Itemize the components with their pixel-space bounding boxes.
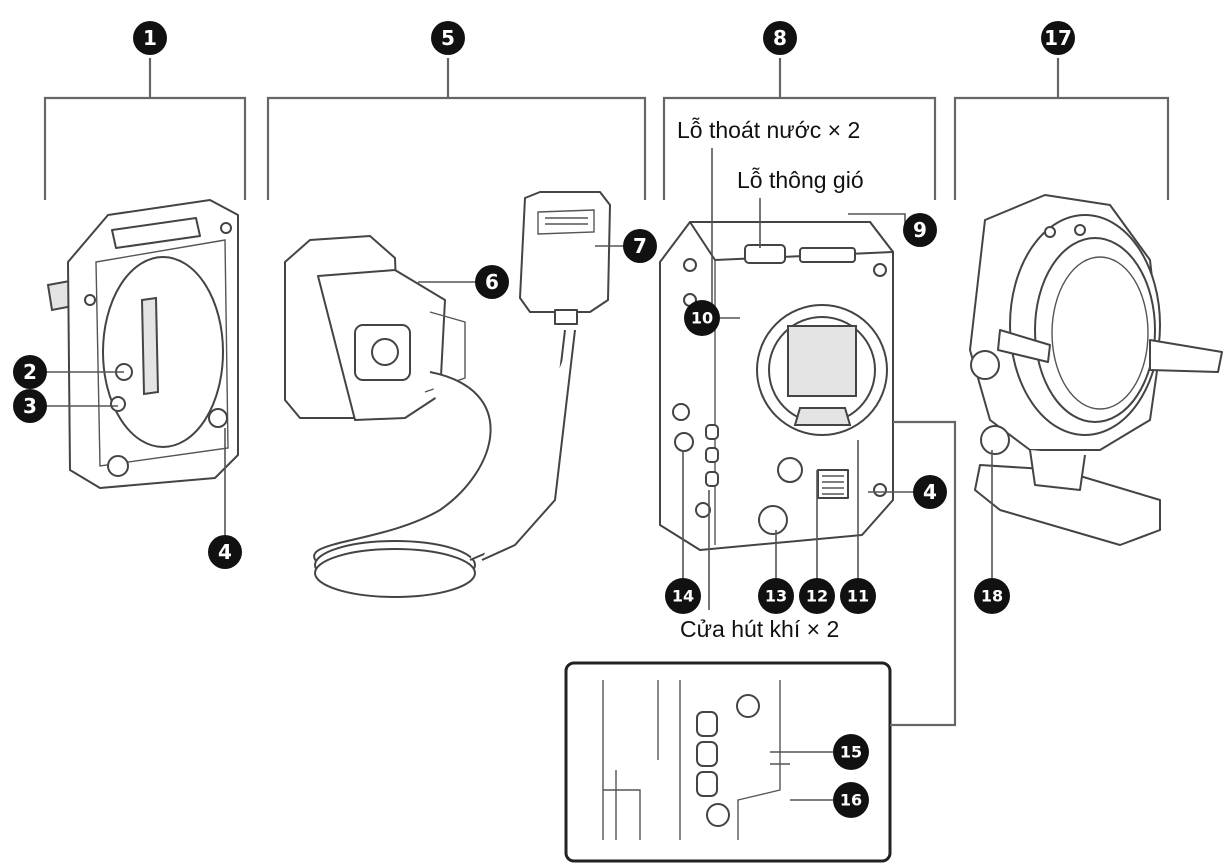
svg-text:7: 7	[633, 234, 647, 258]
svg-text:3: 3	[23, 394, 37, 418]
svg-text:6: 6	[485, 270, 499, 294]
svg-text:4: 4	[923, 480, 937, 504]
badge-11: 11	[840, 578, 876, 614]
badge-3: 3	[13, 389, 47, 423]
svg-text:17: 17	[1044, 26, 1072, 50]
camera-body-drawing	[659, 221, 894, 551]
drain-holes-label: Lỗ thoát nước × 2	[677, 117, 860, 143]
badge-4-right: 4	[913, 475, 947, 509]
badge-10: 10	[684, 300, 720, 336]
svg-text:8: 8	[773, 26, 787, 50]
svg-text:1: 1	[143, 26, 157, 50]
adapter-module-drawing	[284, 235, 576, 598]
svg-text:4: 4	[218, 540, 232, 564]
svg-text:13: 13	[765, 587, 787, 606]
bracket-group-17	[953, 58, 1170, 200]
bracket-group-5	[266, 58, 647, 200]
badge-16: 16	[833, 782, 869, 818]
badge-13: 13	[758, 578, 794, 614]
badge-18: 18	[974, 578, 1010, 614]
badge-4-left: 4	[208, 535, 242, 569]
svg-text:14: 14	[672, 587, 694, 606]
bracket-group-8	[662, 58, 937, 200]
svg-text:5: 5	[441, 26, 455, 50]
inset-detail-box	[564, 661, 892, 863]
badge-1: 1	[133, 21, 167, 55]
svg-text:10: 10	[691, 309, 713, 328]
svg-text:16: 16	[840, 791, 862, 810]
badge-9: 9	[903, 213, 937, 247]
svg-text:11: 11	[847, 587, 869, 606]
lens-adaptor-drawing	[969, 194, 1223, 546]
badge-14: 14	[665, 578, 701, 614]
connector-box-drawing	[519, 191, 611, 325]
svg-text:18: 18	[981, 587, 1003, 606]
badge-15: 15	[833, 734, 869, 770]
air-intake-label: Cửa hút khí × 2	[680, 616, 839, 642]
ventilation-label: Lỗ thông gió	[737, 167, 864, 193]
badge-6: 6	[475, 265, 509, 299]
svg-text:12: 12	[806, 587, 828, 606]
badge-7: 7	[623, 229, 657, 263]
svg-text:2: 2	[23, 360, 37, 384]
svg-text:9: 9	[913, 218, 927, 242]
mount-plate-drawing	[46, 199, 239, 489]
badge-2: 2	[13, 355, 47, 389]
badge-5: 5	[431, 21, 465, 55]
inset-connector-line	[890, 420, 957, 727]
svg-text:15: 15	[840, 743, 862, 762]
badge-8: 8	[763, 21, 797, 55]
badge-12: 12	[799, 578, 835, 614]
bracket-group-1	[43, 58, 247, 200]
badge-17: 17	[1041, 21, 1075, 55]
